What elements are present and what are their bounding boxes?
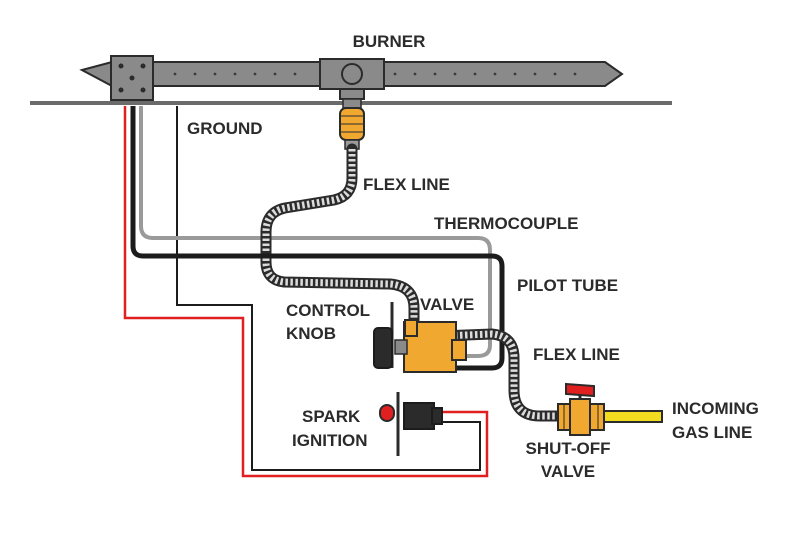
spark-ignition[interactable] — [379, 392, 443, 456]
label-ignition: IGNITION — [292, 431, 368, 450]
label-shutoff: SHUT-OFF — [526, 439, 611, 458]
burner-orifice-fitting — [339, 98, 365, 150]
label-gas-line: GAS LINE — [672, 423, 752, 442]
spark-wire — [123, 106, 489, 478]
shutoff-handle[interactable] — [565, 382, 595, 398]
ground-wire — [176, 106, 481, 471]
label-pilot-tube: PILOT TUBE — [517, 276, 618, 295]
label-thermocouple: THERMOCOUPLE — [434, 214, 579, 233]
burner — [79, 55, 624, 101]
label-shutoff-valve: VALVE — [541, 462, 595, 481]
flex-line-top — [260, 143, 420, 338]
incoming-gas-line — [601, 410, 663, 423]
label-flex-line-top: FLEX LINE — [363, 175, 450, 194]
label-ground: GROUND — [187, 119, 263, 138]
label-spark: SPARK — [302, 407, 361, 426]
pilot-tube — [130, 106, 505, 371]
label-burner: BURNER — [353, 32, 426, 51]
label-control: CONTROL — [286, 301, 370, 320]
shutoff-valve[interactable] — [557, 382, 605, 436]
thermocouple-line — [139, 106, 492, 358]
flex-line-bottom — [434, 328, 566, 422]
label-knob: KNOB — [286, 324, 336, 343]
label-flex-line-bottom: FLEX LINE — [533, 345, 620, 364]
label-incoming: INCOMING — [672, 399, 759, 418]
label-valve: VALVE — [420, 295, 474, 314]
control-knob[interactable] — [373, 327, 393, 369]
